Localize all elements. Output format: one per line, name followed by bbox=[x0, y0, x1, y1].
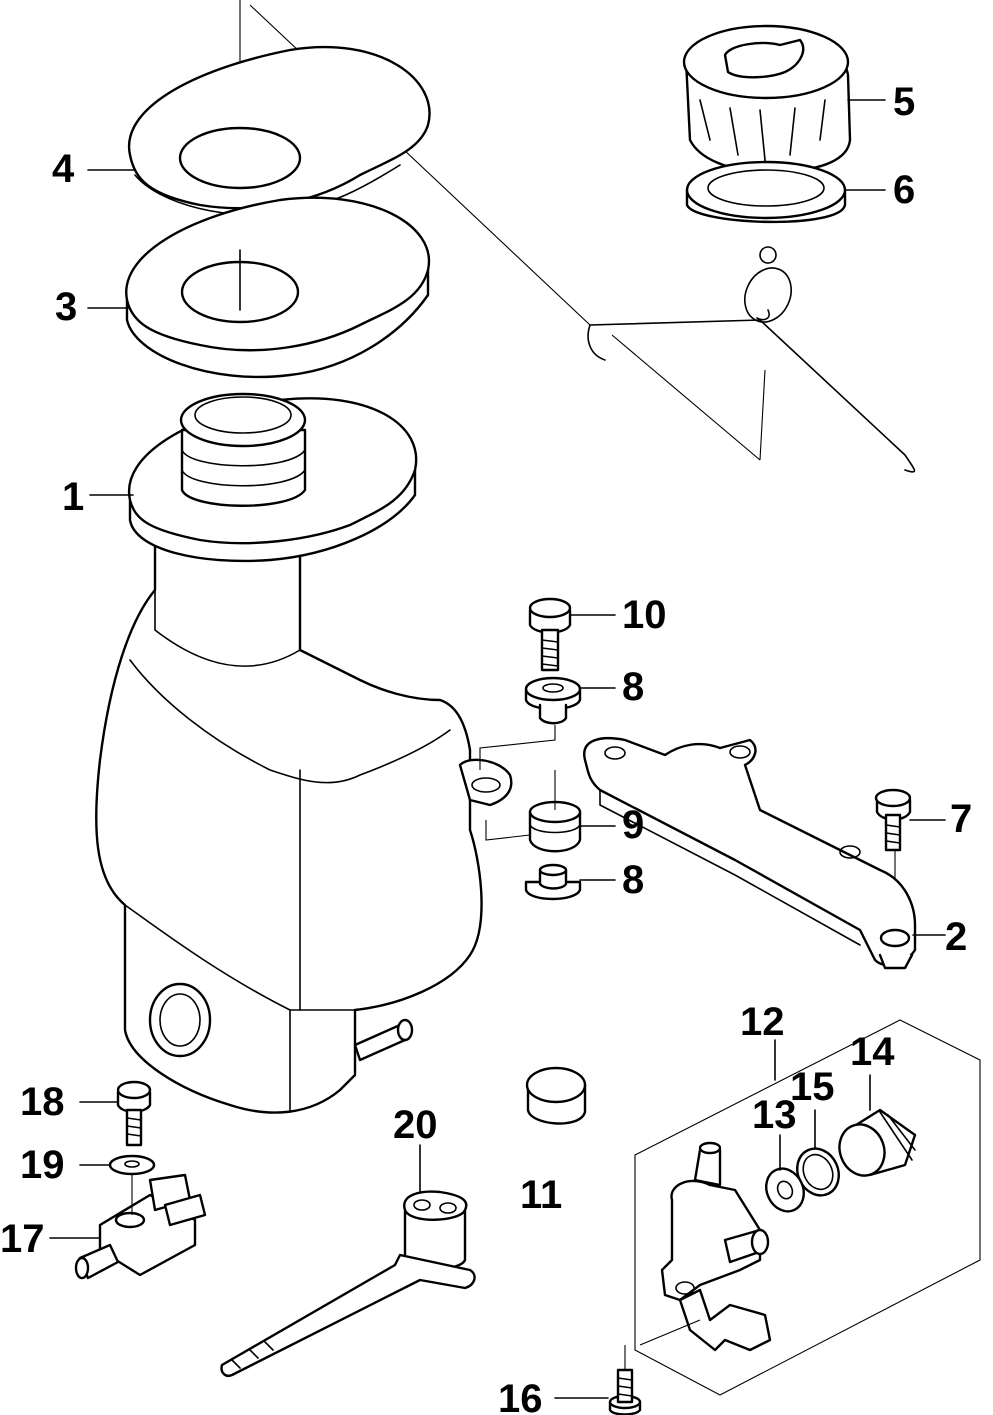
part-19-washer bbox=[108, 1154, 156, 1176]
callout-19: 19 bbox=[20, 1143, 65, 1187]
callout-20: 20 bbox=[393, 1103, 438, 1147]
part-5-fuel-cap bbox=[682, 24, 852, 212]
callout-15: 15 bbox=[790, 1065, 835, 1109]
part-13-washer bbox=[765, 1167, 805, 1213]
callout-10: 10 bbox=[622, 593, 667, 637]
part-20-lever bbox=[220, 1190, 476, 1377]
part-3-gasket bbox=[125, 196, 431, 379]
part-2-mounting-bracket bbox=[583, 737, 917, 970]
callout-7: 7 bbox=[950, 797, 972, 841]
part-10-bolt bbox=[528, 597, 572, 672]
callout-6: 6 bbox=[893, 168, 915, 212]
part-1-fuel-tank bbox=[95, 392, 513, 1114]
part-6-cap-gasket bbox=[685, 160, 847, 224]
callout-1: 1 bbox=[62, 475, 84, 519]
part-8-collar-lower bbox=[524, 863, 582, 901]
part-12-fuel-cock-assembly-frame bbox=[634, 1019, 981, 1396]
callout-numbers: 1 2 3 4 5 6 7 8 8 9 10 11 12 13 14 15 16… bbox=[0, 80, 972, 1415]
retainer-chain-and-wire bbox=[587, 246, 916, 473]
callout-12: 12 bbox=[740, 1000, 785, 1044]
callout-17: 17 bbox=[0, 1217, 45, 1261]
part-16-screw bbox=[608, 1368, 642, 1415]
callout-5: 5 bbox=[893, 80, 915, 124]
part-17-joint bbox=[74, 1173, 207, 1280]
callout-13: 13 bbox=[752, 1093, 797, 1137]
part-14-strainer bbox=[838, 1108, 917, 1177]
fuel-cock-body bbox=[624, 1141, 772, 1375]
callout-3: 3 bbox=[55, 285, 77, 329]
part-7-bolt bbox=[874, 788, 912, 852]
callout-18: 18 bbox=[20, 1080, 65, 1124]
callout-14: 14 bbox=[850, 1030, 895, 1074]
callout-9: 9 bbox=[622, 803, 644, 847]
part-9-rubber-mount bbox=[528, 800, 582, 853]
callout-16: 16 bbox=[498, 1377, 543, 1415]
part-8-collar-upper bbox=[524, 676, 582, 725]
leader-lines bbox=[49, 99, 946, 1399]
part-18-bolt bbox=[116, 1080, 152, 1147]
callout-8b: 8 bbox=[622, 858, 644, 902]
callout-8a: 8 bbox=[622, 665, 644, 709]
callout-11: 11 bbox=[520, 1173, 562, 1217]
part-4-gasket bbox=[127, 45, 431, 216]
callout-2: 2 bbox=[945, 915, 967, 959]
callout-4: 4 bbox=[52, 147, 75, 191]
part-11-cap bbox=[525, 1066, 587, 1125]
